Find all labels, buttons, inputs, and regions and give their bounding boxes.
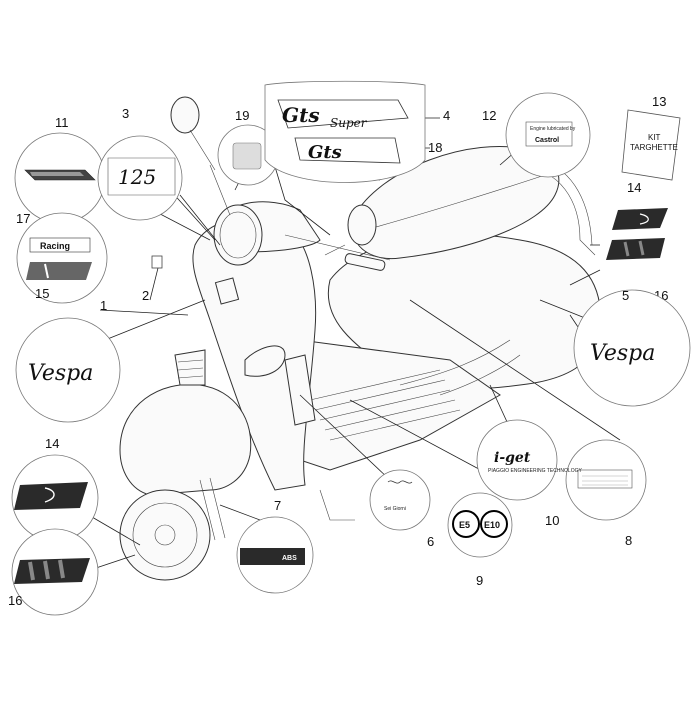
callout-number-18: 18 bbox=[428, 140, 442, 155]
callout-number-15: 15 bbox=[35, 286, 49, 301]
callout-number-4: 4 bbox=[443, 108, 450, 123]
callout-5-vespa-right: Vespa 5 bbox=[573, 288, 691, 407]
model-125-text: 125 bbox=[118, 165, 156, 189]
callout-8-label-plate: 8 bbox=[565, 439, 647, 548]
callout-number-6: 6 bbox=[427, 534, 434, 549]
callout-14-16-right-stripes: 14 16 bbox=[606, 180, 668, 303]
callout-12-castrol: Engine lubricated by Castrol 12 bbox=[482, 92, 591, 178]
callout-17-15-racing: Racing 17 15 bbox=[16, 211, 108, 304]
callout-number-9: 9 bbox=[476, 573, 483, 588]
callout-number-14-right: 14 bbox=[627, 180, 641, 195]
callout-9-fuel-badges: E5 E10 9 bbox=[447, 492, 513, 588]
callout-7-abs: ABS 7 bbox=[236, 498, 314, 594]
castrol-logo: Castrol bbox=[535, 137, 559, 144]
callout-11-stripe-decal: 11 bbox=[14, 115, 106, 224]
stripe-bars-decal bbox=[623, 240, 645, 257]
scooter-illustration bbox=[119, 96, 602, 581]
gts-super-main: Gts bbox=[282, 103, 320, 127]
callout-19-badge: 19 bbox=[217, 108, 279, 186]
callout-number-11: 11 bbox=[55, 115, 69, 130]
castrol-line1: Engine lubricated by bbox=[530, 126, 576, 132]
callout-1-vespa-logo: Vespa 1 bbox=[15, 298, 121, 423]
callout-number-5: 5 bbox=[622, 288, 629, 303]
callout-number-7: 7 bbox=[274, 498, 281, 513]
s-stripe-decal bbox=[639, 213, 649, 225]
callout-number-14-left: 14 bbox=[45, 436, 59, 451]
callout-number-12: 12 bbox=[482, 108, 496, 123]
callout-number-1: 1 bbox=[100, 298, 107, 313]
kit-line1: KIT bbox=[648, 133, 661, 142]
gts-text: Gts bbox=[308, 142, 342, 163]
callout-6-sei-giorni: Sei Giorni 6 bbox=[369, 469, 434, 549]
gts-super-sub: Super bbox=[330, 116, 368, 130]
abs-text: ABS bbox=[282, 555, 297, 562]
e5-badge: E5 bbox=[459, 520, 470, 530]
vespa-script-logo: Vespa bbox=[28, 361, 93, 386]
callout-number-17: 17 bbox=[16, 211, 30, 226]
callout-number-10: 10 bbox=[545, 513, 559, 528]
iget-text: i-get bbox=[494, 450, 531, 466]
callout-2-panel-decal: 2 bbox=[142, 255, 163, 303]
callout-13-kit-targhette: KIT TARGHETTE 13 bbox=[621, 94, 681, 181]
callout-3-125-decal: 125 3 bbox=[97, 106, 183, 221]
callout-number-2: 2 bbox=[142, 288, 149, 303]
callout-10-iget: i-get PIAGGIO ENGINEERING TECHNOLOGY 10 bbox=[476, 419, 582, 528]
racing-text: Racing bbox=[40, 241, 70, 251]
callout-number-13: 13 bbox=[652, 94, 666, 109]
vespa-script-logo-right: Vespa bbox=[590, 341, 655, 366]
callout-4-18-gts-decals: Gts Super Gts 4 18 bbox=[264, 80, 450, 183]
callout-number-8: 8 bbox=[625, 533, 632, 548]
kit-line2: TARGHETTE bbox=[630, 143, 678, 152]
callout-number-3: 3 bbox=[122, 106, 129, 121]
callout-number-19: 19 bbox=[235, 108, 249, 123]
iget-sub: PIAGGIO ENGINEERING TECHNOLOGY bbox=[488, 468, 582, 474]
sei-giorni-caption: Sei Giorni bbox=[384, 506, 406, 512]
callout-number-16-left: 16 bbox=[8, 593, 22, 608]
e10-badge: E10 bbox=[484, 520, 500, 530]
callout-14-16-left-stripes: 14 16 bbox=[8, 436, 99, 616]
